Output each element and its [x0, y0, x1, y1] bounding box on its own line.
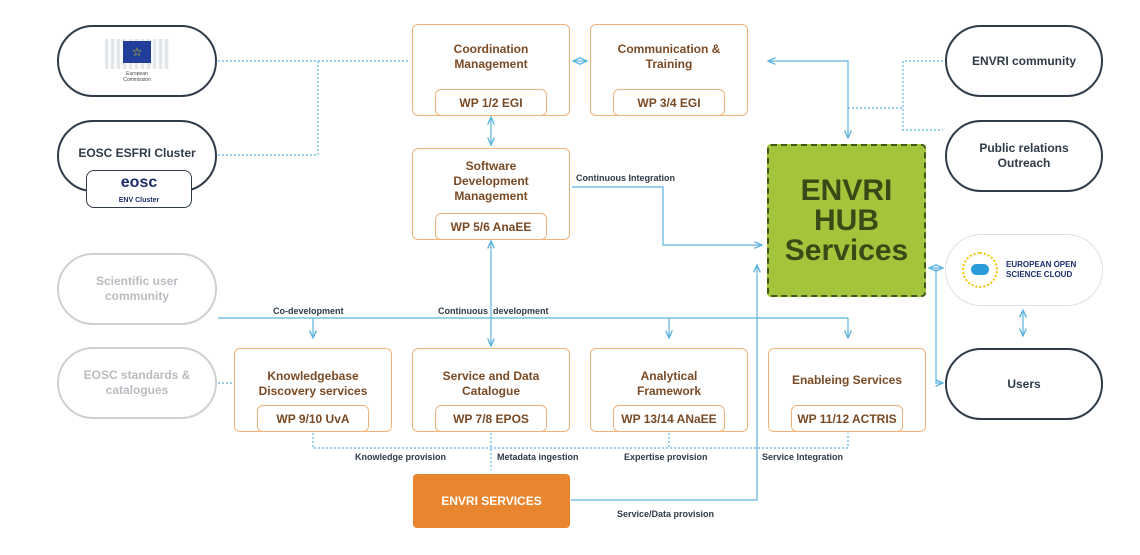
catalogue-line-1: Service and Data: [442, 369, 540, 383]
coordination-line-1: Coordination: [453, 42, 529, 56]
public-relations-line-1: Public relations: [979, 141, 1069, 155]
enableing-services-box: Enableing Services WP 11/12 ACTRIS: [768, 348, 926, 432]
metadata-ingestion-label: Metadata ingestion: [497, 452, 579, 462]
co-development-label: Co-development: [273, 306, 344, 316]
wp-11-12-tag: WP 11/12 ACTRIS: [791, 405, 903, 432]
eosc-standards-line-1: EOSC standards &: [83, 368, 191, 382]
analytical-line-2: Framework: [636, 384, 702, 398]
communication-line-1: Communication &: [617, 42, 721, 56]
knowledge-provision-label: Knowledge provision: [355, 452, 447, 462]
wp-1-2-tag: WP 1/2 EGI: [435, 89, 547, 116]
wp-13-14-tag: WP 13/14 ANaEE: [613, 405, 725, 432]
software-line-3: Management: [454, 189, 528, 203]
continuous-integration-label: Continuous Integration: [576, 173, 675, 183]
coordination-line-2: Management: [454, 57, 528, 71]
service-integration-label: Service Integration: [762, 452, 844, 462]
scientific-user-line-2: community: [104, 289, 169, 303]
european-commission-node: ☆ European Commission: [57, 25, 217, 97]
eosc-esfri-cluster-label: EOSC ESFRI Cluster: [78, 145, 196, 160]
communication-line-2: Training: [645, 57, 693, 71]
eosc-cloud-node: EUROPEAN OPEN SCIENCE CLOUD: [945, 234, 1103, 306]
wp-7-8-tag: WP 7/8 EPOS: [435, 405, 547, 432]
enableing-line-1: Enableing Services: [791, 373, 903, 387]
users-label: Users: [1007, 376, 1041, 391]
envri-community-label: ENVRI community: [971, 53, 1076, 68]
catalogue-line-2: Catalogue: [461, 384, 520, 398]
ec-label-2: Commission: [123, 77, 151, 83]
wp-9-10-tag: WP 9/10 UvA: [257, 405, 369, 432]
software-line-1: Software: [465, 159, 517, 173]
eosc-standards-node: EOSC standards & catalogues: [57, 347, 217, 419]
communication-training-box: Communication &Training WP 3/4 EGI: [590, 24, 748, 116]
ec-label-1: European: [126, 71, 148, 77]
continuous-development-label: Continuous development: [438, 306, 549, 316]
eosc-env-cluster-badge: eosc ENV Cluster: [86, 170, 192, 208]
hub-line-1: ENVRI: [800, 173, 893, 207]
hub-line-2: HUB: [814, 203, 879, 237]
knowledgebase-line-2: Discovery services: [258, 384, 368, 398]
cloud-icon: [971, 264, 989, 275]
public-relations-line-2: Outreach: [997, 156, 1051, 170]
env-cluster-label: ENV Cluster: [118, 197, 160, 204]
envri-services-box: ENVRI SERVICES: [413, 474, 570, 528]
european-commission-logo: ☆ European Commission: [105, 35, 169, 87]
users-node: Users: [945, 348, 1103, 420]
expertise-provision-label: Expertise provision: [624, 452, 708, 462]
eosc-stars-icon: [962, 252, 998, 288]
wp-5-6-tag: WP 5/6 AnaEE: [435, 213, 547, 240]
envri-community-node: ENVRI community: [945, 25, 1103, 97]
envri-hub-services-box: ENVRI HUB Services: [767, 144, 926, 297]
scientific-user-line-1: Scientific user: [95, 274, 179, 288]
knowledgebase-line-1: Knowledgebase: [267, 369, 359, 383]
hub-line-3: Services: [784, 233, 909, 267]
scientific-user-community-node: Scientific user community: [57, 253, 217, 325]
eosc-standards-line-2: catalogues: [105, 383, 169, 397]
eosc-logo: eosc: [120, 174, 158, 191]
software-line-2: Development: [453, 174, 529, 188]
public-relations-node: Public relations Outreach: [945, 120, 1103, 192]
eu-flag-icon: ☆: [123, 41, 151, 63]
service-data-provision-label: Service/Data provision: [617, 509, 715, 519]
eosc-cloud-line-2: SCIENCE CLOUD: [1006, 270, 1073, 279]
eosc-cloud-logo: EUROPEAN OPEN SCIENCE CLOUD: [960, 250, 1088, 290]
eosc-cloud-line-1: EUROPEAN OPEN: [1006, 260, 1077, 269]
wp-3-4-tag: WP 3/4 EGI: [613, 89, 725, 116]
analytical-line-1: Analytical: [640, 369, 698, 383]
